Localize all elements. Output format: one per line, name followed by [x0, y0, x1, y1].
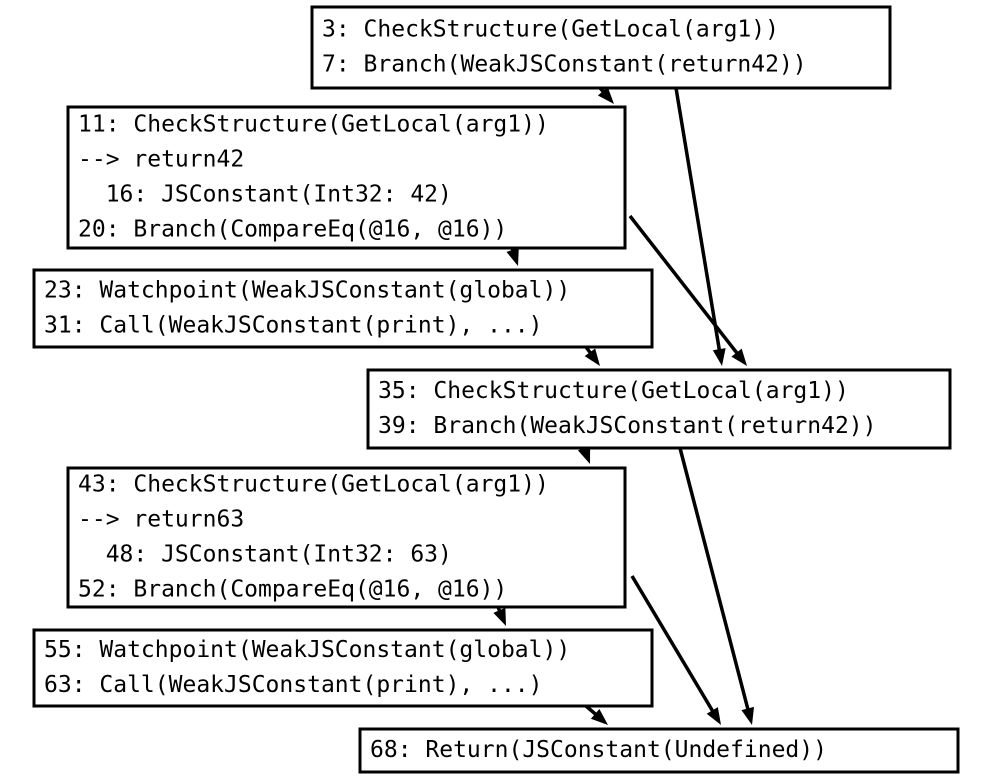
node-text-line: 63: Call(WeakJSConstant(print), ...) [44, 672, 543, 698]
edge-arrowhead-icon [590, 708, 608, 725]
graph-node[interactable]: 68: Return(JSConstant(Undefined)) [358, 727, 960, 774]
edge-arrowhead-icon [506, 247, 519, 266]
node-text-line: 11: CheckStructure(GetLocal(arg1)) [78, 112, 549, 138]
graph-edge [506, 247, 519, 266]
graph-edge [628, 214, 747, 366]
graph-node[interactable]: 35: CheckStructure(GetLocal(arg1)) 39: Br… [366, 368, 952, 450]
graph-edge [584, 704, 608, 725]
graph-edge [493, 606, 506, 626]
edge-line [678, 447, 751, 712]
node-text-line: 7: Branch(WeakJSConstant(return42)) [322, 52, 807, 78]
node-box[interactable] [310, 5, 892, 90]
node-box[interactable] [32, 268, 654, 349]
edges-layer [493, 86, 755, 725]
node-box[interactable] [358, 727, 960, 774]
edge-arrowhead-icon [712, 348, 726, 366]
node-text-line: 31: Call(WeakJSConstant(print), ...) [44, 313, 543, 339]
graph-node[interactable]: 43: CheckStructure(GetLocal(arg1)) --> re… [66, 466, 627, 609]
edge-arrowhead-icon [706, 707, 721, 725]
nodes-layer: 3: CheckStructure(GetLocal(arg1)) 7: Bran… [32, 5, 960, 774]
graph-edge [678, 447, 755, 725]
edge-arrowhead-icon [731, 348, 747, 366]
node-text-line: 48: JSConstant(Int32: 63) [78, 542, 452, 568]
node-text-line: 35: CheckStructure(GetLocal(arg1)) [378, 378, 849, 404]
edge-arrowhead-icon [493, 607, 506, 626]
graph-node[interactable]: 3: CheckStructure(GetLocal(arg1)) 7: Bran… [310, 5, 892, 90]
graph-node[interactable]: 55: Watchpoint(WeakJSConstant(global)) 63… [32, 628, 654, 708]
edge-arrowhead-icon [741, 706, 755, 725]
edge-line [630, 575, 716, 714]
graph-node[interactable]: 23: Watchpoint(WeakJSConstant(global)) 31… [32, 268, 654, 349]
node-text-line: 39: Branch(WeakJSConstant(return42)) [378, 413, 877, 439]
edge-line [628, 214, 740, 357]
graph-node[interactable]: 11: CheckStructure(GetLocal(arg1)) --> re… [66, 105, 627, 250]
node-box[interactable] [32, 628, 654, 708]
node-text-line: 52: Branch(CompareEq(@16, @16)) [78, 577, 507, 603]
node-text-line: 20: Branch(CompareEq(@16, @16)) [78, 217, 507, 243]
edge-arrowhead-icon [584, 348, 600, 366]
graph-edge [674, 87, 726, 366]
node-text-line: --> return63 [78, 507, 244, 533]
node-text-line: 68: Return(JSConstant(Undefined)) [370, 737, 827, 763]
edge-arrowhead-icon [597, 86, 614, 104]
node-text-line: 23: Watchpoint(WeakJSConstant(global)) [44, 278, 570, 304]
node-text-line: 43: CheckStructure(GetLocal(arg1)) [78, 472, 549, 498]
node-text-line: 3: CheckStructure(GetLocal(arg1)) [322, 17, 779, 43]
edge-line [674, 87, 722, 353]
node-box[interactable] [366, 368, 952, 450]
node-box[interactable] [66, 466, 627, 609]
node-text-line: --> return42 [78, 147, 244, 173]
node-text-line: 16: JSConstant(Int32: 42) [78, 182, 452, 208]
graph-edge [584, 345, 600, 366]
edge-arrowhead-icon [577, 445, 591, 464]
graph-edge [630, 575, 721, 725]
node-box[interactable] [66, 105, 627, 250]
node-text-line: 55: Watchpoint(WeakJSConstant(global)) [44, 637, 570, 663]
